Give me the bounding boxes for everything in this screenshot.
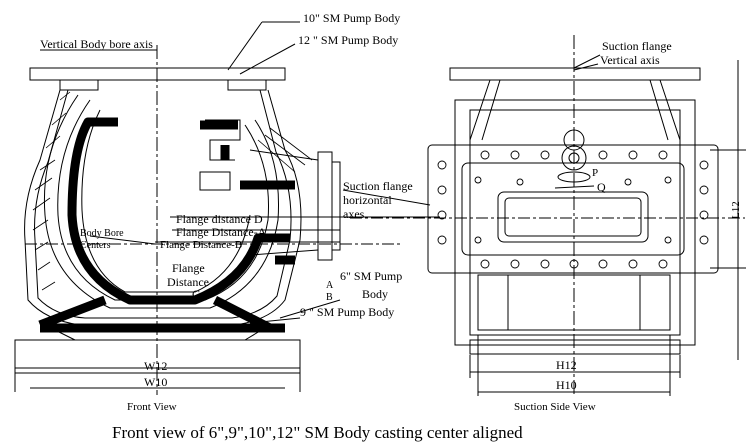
label-flange-distance-c-1: Flange — [172, 261, 205, 275]
bolt-col-right — [699, 160, 709, 245]
casing-6 — [57, 99, 269, 301]
label-q: Q — [597, 180, 606, 194]
suction-flange-face — [331, 161, 341, 251]
label-suction-flange-horizontal-2: horizontal — [343, 193, 392, 207]
front-view-labels: Vertical Body bore axis 10" SM Pump Body… — [40, 11, 413, 413]
label-suction-side-view: Suction Side View — [514, 401, 596, 413]
label-pump-6-2: Body — [362, 287, 388, 301]
label-l12: L12 — [730, 201, 742, 219]
side-bolt-holes — [437, 150, 709, 269]
label-h10: H10 — [556, 378, 577, 392]
label-body-bore-2: Centers — [80, 240, 111, 251]
side-flange-opening — [497, 191, 649, 243]
leader-q — [554, 185, 595, 189]
inner-baffle — [205, 119, 241, 161]
side-flange-opening-inner — [504, 197, 642, 237]
label-pump-10: 10" SM Pump Body — [303, 11, 400, 25]
label-vertical-bore-axis: Vertical Body bore axis — [40, 37, 153, 51]
leader-suction-horizontal — [342, 189, 431, 206]
label-w12: W12 — [144, 359, 167, 373]
side-view-labels: Suction flange Vertical axis P Q L12 H12… — [514, 39, 742, 413]
label-flange-distance-a: Flange Distance-A — [176, 225, 267, 239]
label-suction-flange-horizontal-3: axes — [343, 207, 365, 221]
casing-9 — [43, 94, 279, 309]
side-view-drawing — [350, 35, 746, 396]
bolt-row-top — [480, 150, 668, 160]
leader-pump-12 — [239, 43, 296, 75]
bolt-inner — [474, 176, 672, 244]
side-boss-p — [561, 145, 587, 171]
side-inner-body — [469, 109, 681, 336]
label-pump-12: 12 " SM Pump Body — [298, 33, 398, 47]
figure-caption: Front view of 6",9",10",12" SM Body cast… — [112, 423, 523, 442]
label-flange-distance-c-2: Distance — [167, 275, 209, 289]
leader-suction-flange — [573, 54, 601, 69]
thick-casing-outline — [67, 117, 290, 305]
front-view-thick-casing — [38, 117, 295, 333]
label-flange-distance-d: Flange distance D — [176, 212, 263, 226]
label-body-bore-1: Body Bore — [80, 228, 124, 239]
label-p: P — [592, 167, 598, 179]
side-lower-ribs — [507, 275, 641, 330]
side-outer-body — [454, 99, 696, 346]
bolt-col-left — [437, 160, 447, 245]
label-vertical-axis: Vertical axis — [600, 53, 660, 67]
label-w10: W10 — [144, 375, 167, 389]
label-front-view: Front View — [127, 401, 177, 413]
side-boss-upper — [563, 129, 585, 151]
top-neck-right — [227, 79, 267, 91]
leader-pump-10 — [227, 21, 263, 71]
leader-vertical-axis-side — [573, 63, 599, 71]
top-neck-left — [59, 79, 99, 91]
left-hatching — [32, 91, 71, 291]
label-suction-flange: Suction flange — [602, 39, 672, 53]
nozzle-hatching — [257, 127, 313, 173]
label-mark-b: B — [326, 292, 333, 303]
base-plate — [14, 339, 301, 369]
bolt-row-bottom — [480, 259, 668, 269]
label-pump-9: 9 " SM Pump Body — [300, 305, 394, 319]
label-suction-flange-horizontal-1: Suction flange — [343, 179, 413, 193]
label-flange-distance-c-3: C — [192, 287, 200, 301]
leader-body-bore — [89, 235, 156, 245]
outer-casing-10 — [34, 89, 292, 319]
side-boss-p-inner — [568, 152, 580, 164]
label-h12: H12 — [556, 358, 577, 372]
front-view-drawing — [14, 21, 440, 395]
label-pump-6-1: 6" SM Pump — [340, 269, 402, 283]
side-boss-q — [557, 171, 591, 183]
suction-nozzle — [249, 149, 319, 256]
label-mark-a: A — [326, 280, 334, 291]
side-flange-window — [461, 162, 685, 256]
label-flange-distance-b: Flange Distance-B — [160, 239, 242, 251]
side-flange-plate — [427, 144, 719, 274]
thick-legs — [38, 295, 273, 333]
leader-pump-6 — [279, 299, 341, 319]
outer-casing-12 — [24, 89, 302, 326]
inner-box — [199, 171, 231, 191]
inner-bowl — [81, 109, 251, 293]
side-base — [469, 339, 681, 355]
side-lower-body — [477, 274, 671, 331]
